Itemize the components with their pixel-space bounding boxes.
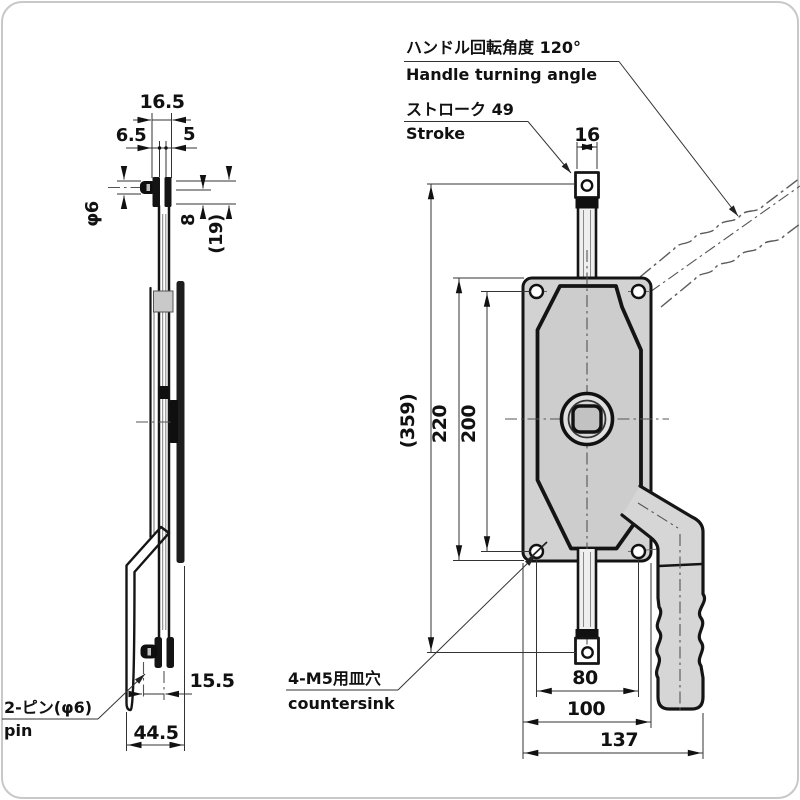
dim-8-and-19 [176,166,236,219]
side-view [2,113,236,751]
dim-text-137: 137 [600,729,638,751]
countersink-leader [286,555,536,691]
pin-label-jp: 2-ピン(φ6) [4,698,92,717]
countersink-label-en: countersink [288,694,395,713]
dim-15-5 [128,662,192,700]
side-handle [125,525,171,712]
handle-angle-leader [404,61,739,217]
dim-text-200: 200 [458,405,480,443]
annotation-texts: ハンドル回転角度 120° Handle turning angle ストローク… [4,38,597,740]
stroke-leader [404,121,572,174]
bottom-rod-band [575,629,599,638]
front-bottom-rod [574,547,600,665]
hub-square-hole [571,404,603,434]
dim-200 [481,291,531,552]
phantom-handle-rotated [639,177,800,308]
dim-text-16-5: 16.5 [140,91,185,113]
top-rod-hole [580,179,594,192]
dim-16 [576,142,598,169]
dim-44-5 [126,566,185,751]
dim-80 [536,560,639,697]
countersink-label-jp: 4-M5用皿穴 [288,669,381,688]
side-slider-block [153,290,174,313]
dim-text-80: 80 [572,667,598,689]
front-view [286,61,800,759]
dim-text-16: 16 [574,124,600,146]
stroke-label-en: Stroke [406,124,465,143]
top-rod-band [575,197,599,209]
dim-text-15-5: 15.5 [190,670,235,692]
dim-text-8: 8 [178,214,199,226]
dim-100 [522,563,652,759]
pin-label-en: pin [4,721,32,740]
dim-text-359: (359) [397,394,419,449]
dim-text-220: 220 [429,405,451,443]
side-top-clevis [140,177,172,207]
side-cam-block [158,386,169,399]
dim-text-100: 100 [567,698,605,720]
dim-text-phi6: φ6 [82,201,103,227]
dim-6-5-and-5 [126,144,197,152]
dim-text-44-5: 44.5 [134,722,179,744]
front-top-rod [574,171,600,288]
dim-137 [523,713,704,759]
bottom-rod-hole [581,646,594,659]
dim-220 [453,277,524,561]
side-mounting-plate-edge [136,281,185,563]
dim-text-19: (19) [206,214,227,254]
dimension-texts: 16.5 6.5 5 φ6 8 (19) 15.5 44.5 16 (359) … [82,91,639,751]
side-top-extension-lines [151,113,172,178]
dim-359 [427,183,576,653]
pin-label-leader [2,673,146,720]
side-bottom-clevis [140,637,174,668]
handle [620,484,706,713]
screw-hole-top-left [528,283,545,300]
screw-hole-bottom-right [630,543,647,560]
hub [559,391,615,447]
handle-angle-label-en: Handle turning angle [406,65,597,84]
side-hub-shaft [169,400,178,443]
handle-angle-label-jp: ハンドル回転角度 120° [406,38,581,57]
screw-hole-top-right [630,283,647,300]
stroke-label-jp: ストローク 49 [406,100,514,119]
dim-text-5: 5 [183,124,195,145]
dim-text-6-5: 6.5 [116,125,146,146]
